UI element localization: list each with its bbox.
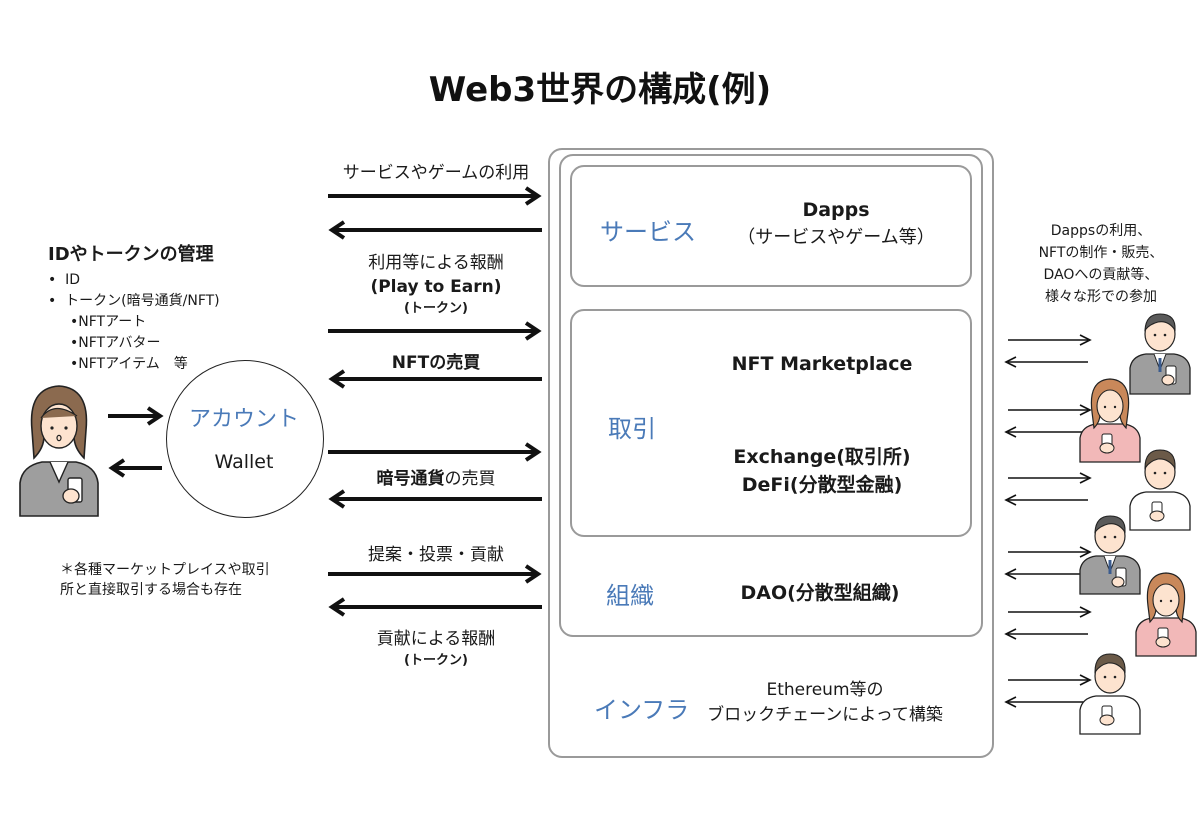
service-content: Dapps （サービスやゲーム等）	[737, 199, 935, 248]
service-label: サービス	[600, 218, 696, 246]
participant-woman-pink-icon	[1079, 378, 1141, 463]
participants-description: Dappsの利用、 NFTの制作・販売、 DAOへの貢献等、 様々な形での参加	[1038, 223, 1164, 305]
list-item: • トークン(暗号通貨/NFT)	[48, 293, 220, 309]
account-circle-title: アカウント	[188, 407, 299, 432]
participant-arrows	[1005, 334, 1091, 708]
central-arrows	[328, 186, 542, 617]
account-info-title: IDやトークンの管理	[48, 244, 214, 265]
page-title: Web3世界の構成(例)	[428, 70, 772, 110]
participant-man-suit-icon	[1079, 515, 1141, 595]
list-item: •NFTアート	[70, 314, 147, 330]
arrow-label-crypto-trade: 暗号通貨の売買	[376, 469, 496, 489]
participant-man-casual-icon	[1079, 653, 1141, 735]
trade-item-nft-marketplace: NFT Marketplace	[731, 353, 913, 375]
account-info: IDやトークンの管理 • ID • トークン(暗号通貨/NFT) •NFTアート…	[48, 240, 308, 375]
org-item-dao: DAO(分散型組織)	[740, 582, 900, 604]
list-item: •NFTアイテム 等	[70, 356, 188, 372]
infra-label: インフラ	[594, 696, 690, 724]
list-item: •NFTアバター	[70, 335, 161, 351]
avatar-account-arrows	[108, 406, 164, 478]
arrow-label-service-use: サービスやゲームの利用	[342, 163, 530, 183]
arrow-label-nft-trade: NFTの売買	[391, 353, 481, 373]
participants-group	[1005, 313, 1197, 735]
arrow-label-proposal: 提案・投票・貢献	[368, 545, 504, 565]
account-circle: アカウント Wallet	[166, 360, 324, 518]
service-layer: サービス Dapps （サービスやゲーム等）	[570, 165, 972, 287]
account-item-list: • ID • トークン(暗号通貨/NFT) •NFTアート •NFTアバター •…	[48, 270, 308, 375]
infra-content: Ethereum等の ブロックチェーンによって構築	[707, 680, 943, 725]
list-item: • ID	[48, 272, 81, 288]
arrow-label-contribution-reward: 貢献による報酬 (トークン)	[376, 629, 496, 668]
org-label: 組織	[606, 582, 654, 610]
trade-label: 取引	[608, 415, 656, 443]
arrow-label-reward: 利用等による報酬 (Play to Earn) (トークン)	[368, 253, 504, 316]
participant-man-casual-icon	[1129, 449, 1191, 531]
trade-item-exchange-defi: Exchange(取引所) DeFi(分散型金融)	[733, 446, 911, 496]
user-woman-icon	[19, 385, 99, 517]
participant-man-suit-icon	[1129, 313, 1191, 395]
participant-woman-pink-icon	[1135, 572, 1197, 657]
trade-layer: 取引 NFT Marketplace Exchange(取引所) DeFi(分散…	[570, 309, 972, 537]
account-note: ＊各種マーケットプレイスや取引 所と直接取引する場合も存在	[60, 562, 270, 598]
account-circle-sub: Wallet	[214, 451, 274, 473]
